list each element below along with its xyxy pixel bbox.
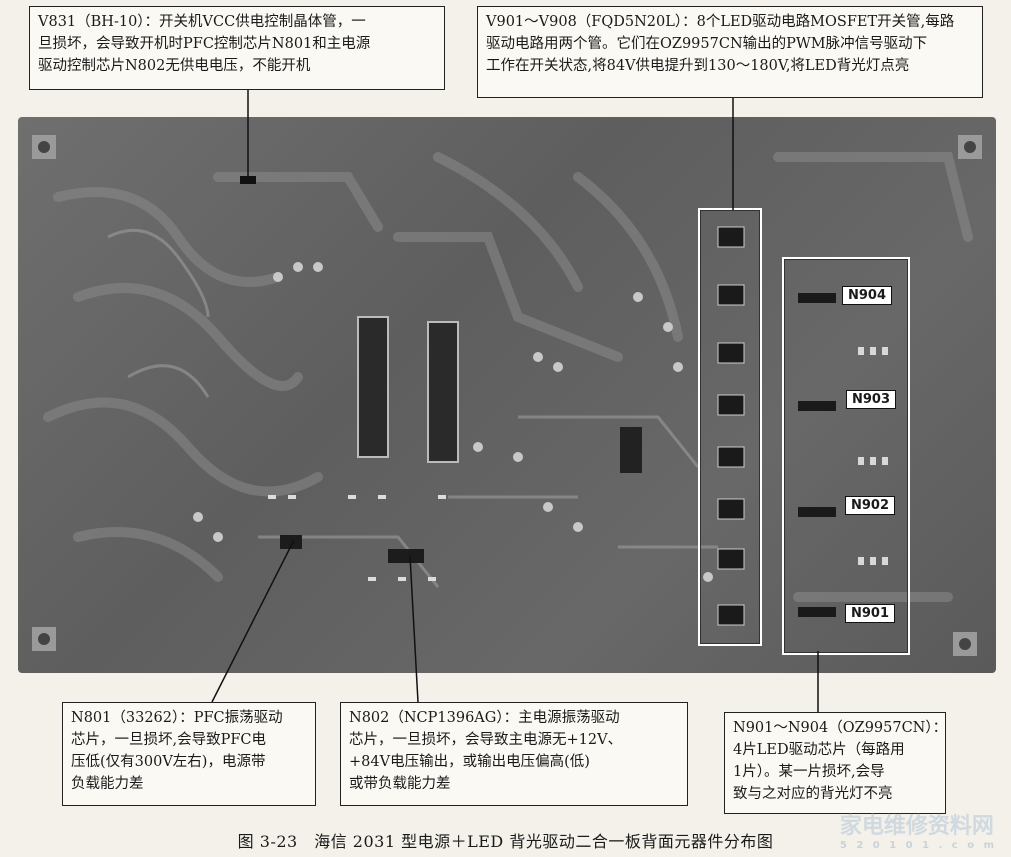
callout-line: 驱动控制芯片N802无供电电压，不能开机 [38,58,311,74]
pcb-photo [18,117,996,673]
callout-line: V831（BH-10）：开关机VCC供电控制晶体管，一 [38,14,366,30]
chip-label-n901: N901 [845,604,896,623]
callout-line: 负载能力差 [71,776,144,792]
callout-line: 旦损坏，会导致开机时PFC控制芯片N801和主电源 [38,36,371,52]
chip-label-n903: N903 [846,390,897,409]
callout-n801: N801（33262）：PFC振荡驱动 芯片，一旦损坏,会导致PFC电 压低(仅… [62,702,316,806]
callout-line: 驱动电路用两个管。它们在OZ9957CN输出的PWM脉冲信号驱动下 [486,36,928,52]
callout-line: 工作在开关状态,将84V供电提升到130～180V,将LED背光灯点亮 [486,58,910,74]
watermark-main: 家电维修资料网 [839,814,994,839]
callout-line: V901～V908（FQD5N20L）：8个LED驱动电路MOSFET开关管,每… [486,14,955,30]
callout-line: 1片）。某一片损坏,会导 [733,764,885,780]
callout-line: 4片LED驱动芯片（每路用 [733,742,905,758]
callout-v831: V831（BH-10）：开关机VCC供电控制晶体管，一 旦损坏，会导致开机时PF… [29,6,445,90]
callout-n901-n904: N901～N904（OZ9957CN）： 4片LED驱动芯片（每路用 1片）。某… [724,712,948,814]
callout-line: N901～N904（OZ9957CN）： [733,720,948,736]
mosfet-group-frame [698,208,762,646]
callout-line: 芯片，一旦损坏，会导致主电源无+12V、 [349,732,623,748]
callout-line: 压低(仅有300V左右)，电源带 [71,754,266,770]
callout-line: +84V电压输出，或输出电压偏高(低) [349,754,590,770]
pcb-illustration [32,135,982,656]
callout-line: 或带负载能力差 [349,776,451,792]
callout-n802: N802（NCP1396AG）：主电源振荡驱动 芯片，一旦损坏，会导致主电源无+… [340,702,688,806]
chip-label-n904: N904 [842,286,893,305]
callout-v901-v908: V901～V908（FQD5N20L）：8个LED驱动电路MOSFET开关管,每… [477,6,983,98]
led-driver-group-frame [782,257,910,655]
callout-line: N802（NCP1396AG）：主电源振荡驱动 [349,710,620,726]
watermark-sub: 5 2 0 1 0 1 . c o m [839,840,997,851]
callout-line: 芯片，一旦损坏,会导致PFC电 [71,732,267,748]
watermark: 家电维修资料网 5 2 0 1 0 1 . c o m [840,808,997,851]
callout-line: 致与之对应的背光灯不亮 [733,786,893,802]
chip-label-n902: N902 [845,496,896,515]
callout-line: N801（33262）：PFC振荡驱动 [71,710,283,726]
figure-caption: 图 3-23 海信 2031 型电源＋LED 背光驱动二合一板背面元器件分布图 [237,832,774,851]
